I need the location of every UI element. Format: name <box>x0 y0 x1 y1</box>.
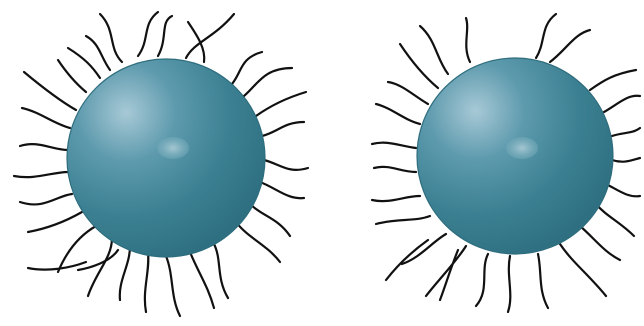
ligand-chain <box>22 108 70 128</box>
ligand-chain <box>374 167 416 172</box>
ligand-chain <box>28 262 86 270</box>
specular-highlight-right <box>506 137 538 159</box>
ligand-chain <box>186 14 234 58</box>
ligand-chain <box>402 234 446 264</box>
ligand-chain <box>244 68 292 96</box>
ligand-chain <box>466 18 470 62</box>
ligand-chain <box>78 250 118 270</box>
ligand-chain <box>508 256 510 312</box>
ligand-chain <box>120 246 130 300</box>
ligand-chain <box>260 182 304 198</box>
ligand-chain <box>590 70 636 90</box>
ligand-chain <box>20 194 72 204</box>
ligand-chain <box>420 26 448 74</box>
ligand-chain <box>606 184 640 196</box>
ligand-chain <box>388 82 428 104</box>
ligand-chain <box>612 158 640 162</box>
particle-right <box>372 14 640 312</box>
ligand-chain <box>376 216 430 224</box>
ligand-chain <box>138 12 158 56</box>
ligand-chain <box>536 14 556 58</box>
ligand-chain <box>68 48 100 78</box>
ligand-chain <box>214 244 228 298</box>
ligand-chain <box>372 143 416 148</box>
ligand-chain <box>376 104 420 124</box>
ligand-chain <box>24 72 76 110</box>
ligand-chain <box>550 30 590 62</box>
ligand-chain <box>538 254 548 308</box>
ligand-chain <box>166 256 180 316</box>
ligand-chain <box>145 252 148 312</box>
ligand-chain <box>596 204 634 236</box>
ligand-chain <box>190 252 214 308</box>
ligand-chain <box>560 244 606 296</box>
ligand-chain <box>604 96 640 112</box>
ligand-chain <box>400 44 438 88</box>
ligand-chain <box>14 172 68 177</box>
ligand-chain <box>236 222 280 262</box>
ligand-chain <box>158 16 172 56</box>
ligand-chain <box>386 240 428 280</box>
ligand-chain <box>20 144 68 150</box>
specular-highlight-left <box>157 137 189 159</box>
ligand-chain <box>256 92 306 116</box>
ligand-chain <box>250 204 290 236</box>
sphere-core-left <box>67 59 265 257</box>
ligand-chain <box>426 246 466 296</box>
ligand-chain <box>232 52 262 84</box>
ligand-chain <box>28 212 82 232</box>
particle-left <box>14 12 308 316</box>
ligand-chain <box>372 196 420 201</box>
ligand-chain <box>262 122 304 136</box>
ligand-chain <box>580 226 620 260</box>
ligand-chain <box>612 128 640 136</box>
ligand-chain <box>264 160 308 170</box>
ligand-chain <box>476 254 488 306</box>
ligand-chain <box>58 60 86 92</box>
ligand-chain <box>100 14 122 62</box>
